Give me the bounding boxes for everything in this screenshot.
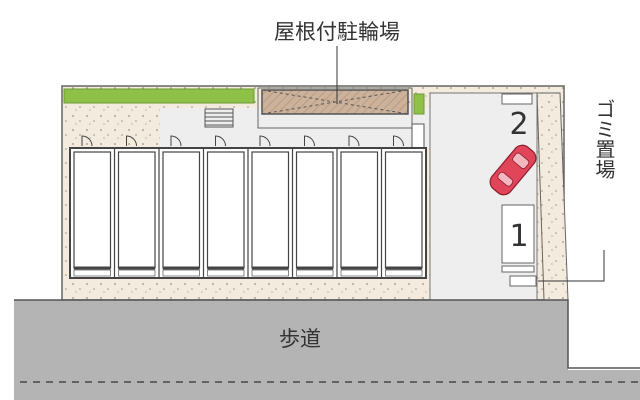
- unit-balcony-rail: [118, 269, 156, 277]
- bike-parking-slab: [257, 87, 413, 129]
- sidewalk-label: 歩道: [279, 327, 321, 351]
- door-swing-icon: [170, 135, 182, 147]
- door-swing-icon: [215, 135, 226, 147]
- apartment-unit: [162, 151, 201, 269]
- apartment-building: [69, 135, 427, 279]
- garbage-area-label: ゴミ置場: [592, 99, 616, 179]
- bike-parking-label: 屋根付駐輪場: [274, 20, 400, 44]
- hedge: [63, 88, 255, 104]
- apartment-unit: [206, 151, 245, 269]
- unit-balcony-rail: [340, 269, 378, 277]
- door-swing-icon: [126, 135, 137, 147]
- parking-space-2-box: [501, 93, 533, 105]
- sidewalk-edge: [14, 299, 640, 369]
- parking-space-2-label: 2: [509, 107, 528, 142]
- apartment-unit: [251, 151, 290, 269]
- door-swing-icon: [259, 135, 271, 147]
- unit-balcony-rail: [162, 269, 200, 277]
- door-swing-icon: [348, 135, 360, 147]
- unit-balcony-rail: [73, 269, 111, 277]
- sidewalk-area: [14, 300, 640, 400]
- door-swing-icon: [304, 135, 315, 147]
- garbage-label-leader: [538, 250, 605, 282]
- apartment-unit: [295, 151, 334, 269]
- unit-balcony-rail: [207, 269, 245, 277]
- parking-wheel-stop: [501, 265, 535, 273]
- apartment-unit: [340, 151, 379, 269]
- unit-balcony-rail: [296, 269, 334, 277]
- unit-balcony-rail: [385, 269, 423, 277]
- car-icon: [489, 144, 537, 196]
- apartment-unit: [73, 151, 112, 269]
- garbage-box: [509, 275, 537, 287]
- unit-balcony-rail: [251, 269, 289, 277]
- door-swing-icon: [393, 135, 404, 147]
- hedge-small: [413, 93, 425, 115]
- apartment-unit: [117, 151, 156, 269]
- parking-space-1-label: 1: [509, 219, 528, 254]
- stairs-icon: [204, 108, 234, 128]
- apartment-unit: [384, 151, 423, 269]
- gate: [411, 123, 425, 149]
- door-swing-icon: [81, 135, 93, 147]
- parking-space-1-box: [501, 204, 535, 264]
